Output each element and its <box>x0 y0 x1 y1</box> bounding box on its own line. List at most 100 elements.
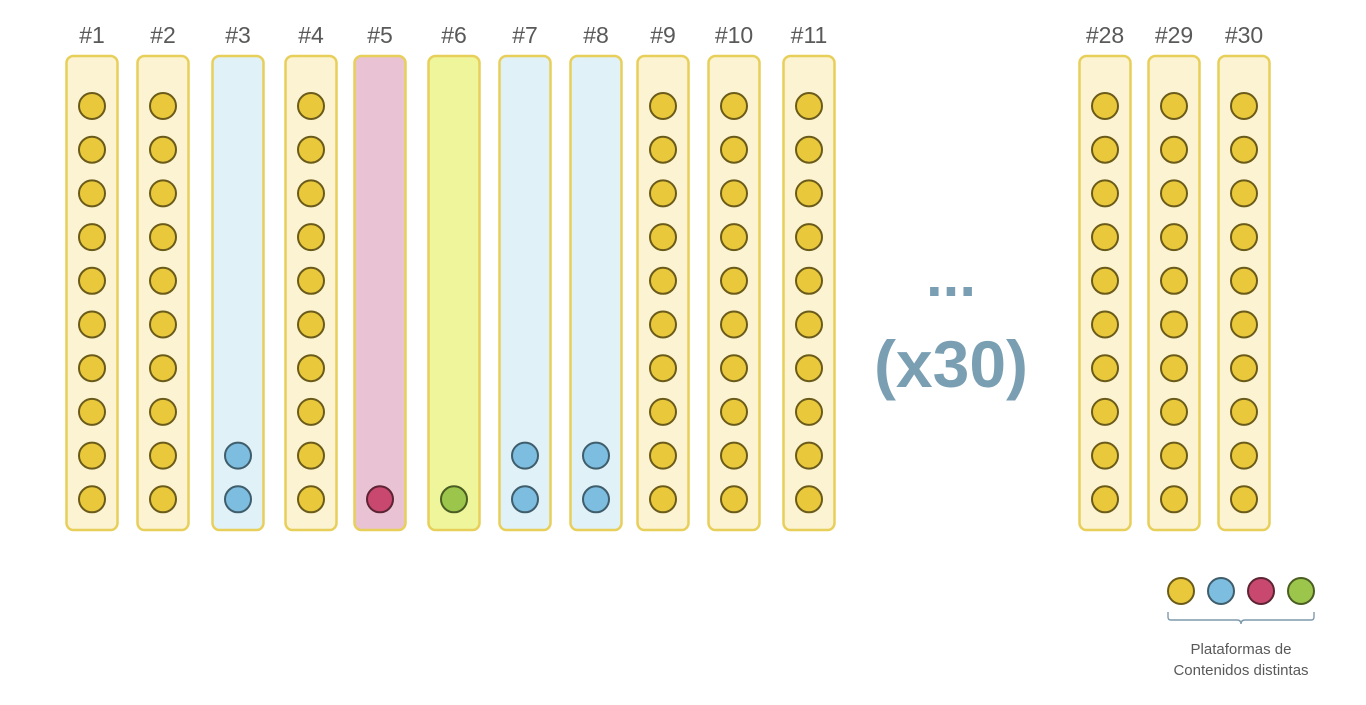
content-dot-yellow <box>649 92 677 120</box>
content-dot-yellow <box>297 485 325 514</box>
content-dot-yellow <box>1160 485 1188 514</box>
content-dot-blue <box>511 485 539 514</box>
content-dot-yellow <box>149 223 177 252</box>
column-label: #8 <box>583 22 609 48</box>
content-dot-yellow <box>1160 354 1188 383</box>
content-dot-yellow <box>149 266 177 295</box>
content-dot-yellow <box>1091 135 1119 164</box>
content-dot-yellow <box>1230 485 1258 514</box>
content-dot-yellow <box>1160 310 1188 339</box>
column-4: #4 <box>284 22 338 532</box>
content-dot-yellow <box>720 223 748 252</box>
content-dot-yellow <box>297 92 325 120</box>
column-1: #1 <box>65 22 119 532</box>
content-dot-yellow <box>1230 135 1258 164</box>
column-label: #6 <box>441 22 467 48</box>
content-dot-yellow <box>1091 485 1119 514</box>
multiplier-text: (x30) <box>874 327 1028 401</box>
legend-dot-green <box>1287 577 1315 605</box>
content-dot-yellow <box>720 179 748 208</box>
legend-caption-line1: Plataformas de <box>1191 641 1292 658</box>
content-dot-yellow <box>1160 397 1188 426</box>
column-5: #5 <box>353 22 407 532</box>
content-dot-yellow <box>78 354 106 383</box>
content-dot-yellow <box>795 441 823 470</box>
content-dot-yellow <box>1230 310 1258 339</box>
content-dot-yellow <box>78 135 106 164</box>
content-dot-yellow <box>649 179 677 208</box>
column-label: #3 <box>225 22 251 48</box>
legend-caption-line2: Contenidos distintas <box>1173 662 1308 679</box>
columns-layer: #1#2#3#4#5#6#7#8#9#10#11#28#29#30 <box>65 22 1271 532</box>
column-29: #29 <box>1147 22 1201 532</box>
content-dot-yellow <box>1160 179 1188 208</box>
content-dot-yellow <box>720 310 748 339</box>
content-dot-yellow <box>720 266 748 295</box>
content-dot-yellow <box>1160 135 1188 164</box>
content-dot-yellow <box>149 485 177 514</box>
legend-brace <box>1167 612 1315 625</box>
content-dot-yellow <box>78 266 106 295</box>
content-dot-yellow <box>720 485 748 514</box>
content-dot-yellow <box>649 135 677 164</box>
column-bar <box>569 54 623 532</box>
content-dot-yellow <box>649 354 677 383</box>
content-dot-yellow <box>720 354 748 383</box>
column-30: #30 <box>1217 22 1271 532</box>
column-label: #29 <box>1155 22 1193 48</box>
legend-dot-yellow <box>1167 577 1195 605</box>
content-dot-yellow <box>1230 179 1258 208</box>
content-dot-yellow <box>78 310 106 339</box>
legend: Plataformas de Contenidos distintas <box>1167 577 1315 679</box>
content-dot-yellow <box>78 397 106 426</box>
content-dot-yellow <box>1091 179 1119 208</box>
content-dot-yellow <box>1160 266 1188 295</box>
content-dot-yellow <box>1230 397 1258 426</box>
column-8: #8 <box>569 22 623 532</box>
content-dot-green <box>440 485 468 514</box>
content-dot-yellow <box>720 135 748 164</box>
content-dot-yellow <box>1230 266 1258 295</box>
content-dot-yellow <box>297 441 325 470</box>
content-dot-yellow <box>149 354 177 383</box>
content-dot-yellow <box>297 223 325 252</box>
content-dot-yellow <box>1091 397 1119 426</box>
content-dot-yellow <box>795 135 823 164</box>
ellipsis-text: ... <box>926 242 976 309</box>
content-dot-yellow <box>720 441 748 470</box>
column-label: #11 <box>791 22 828 48</box>
content-dot-yellow <box>149 397 177 426</box>
content-dot-yellow <box>649 266 677 295</box>
content-dot-yellow <box>1091 441 1119 470</box>
content-dot-yellow <box>1091 266 1119 295</box>
content-dot-yellow <box>1160 441 1188 470</box>
content-dot-yellow <box>649 223 677 252</box>
column-bar <box>353 54 407 532</box>
column-label: #5 <box>367 22 393 48</box>
legend-dot-blue <box>1207 577 1235 605</box>
content-dot-yellow <box>1160 223 1188 252</box>
content-dot-yellow <box>297 266 325 295</box>
content-dot-yellow <box>795 397 823 426</box>
content-dot-yellow <box>1091 223 1119 252</box>
content-dot-yellow <box>795 354 823 383</box>
content-dot-blue <box>224 441 252 470</box>
column-2: #2 <box>136 22 190 532</box>
column-28: #28 <box>1078 22 1132 532</box>
content-dot-yellow <box>1230 354 1258 383</box>
content-dot-yellow <box>795 266 823 295</box>
content-dot-yellow <box>1230 92 1258 120</box>
content-dot-yellow <box>649 397 677 426</box>
column-label: #7 <box>512 22 538 48</box>
content-dot-yellow <box>795 179 823 208</box>
column-7: #7 <box>498 22 552 532</box>
column-6: #6 <box>427 22 481 532</box>
content-dot-yellow <box>78 179 106 208</box>
content-dot-blue <box>582 485 610 514</box>
content-dot-yellow <box>720 92 748 120</box>
content-dot-yellow <box>649 310 677 339</box>
content-dot-yellow <box>1091 310 1119 339</box>
content-dot-yellow <box>78 92 106 120</box>
content-dot-yellow <box>795 310 823 339</box>
